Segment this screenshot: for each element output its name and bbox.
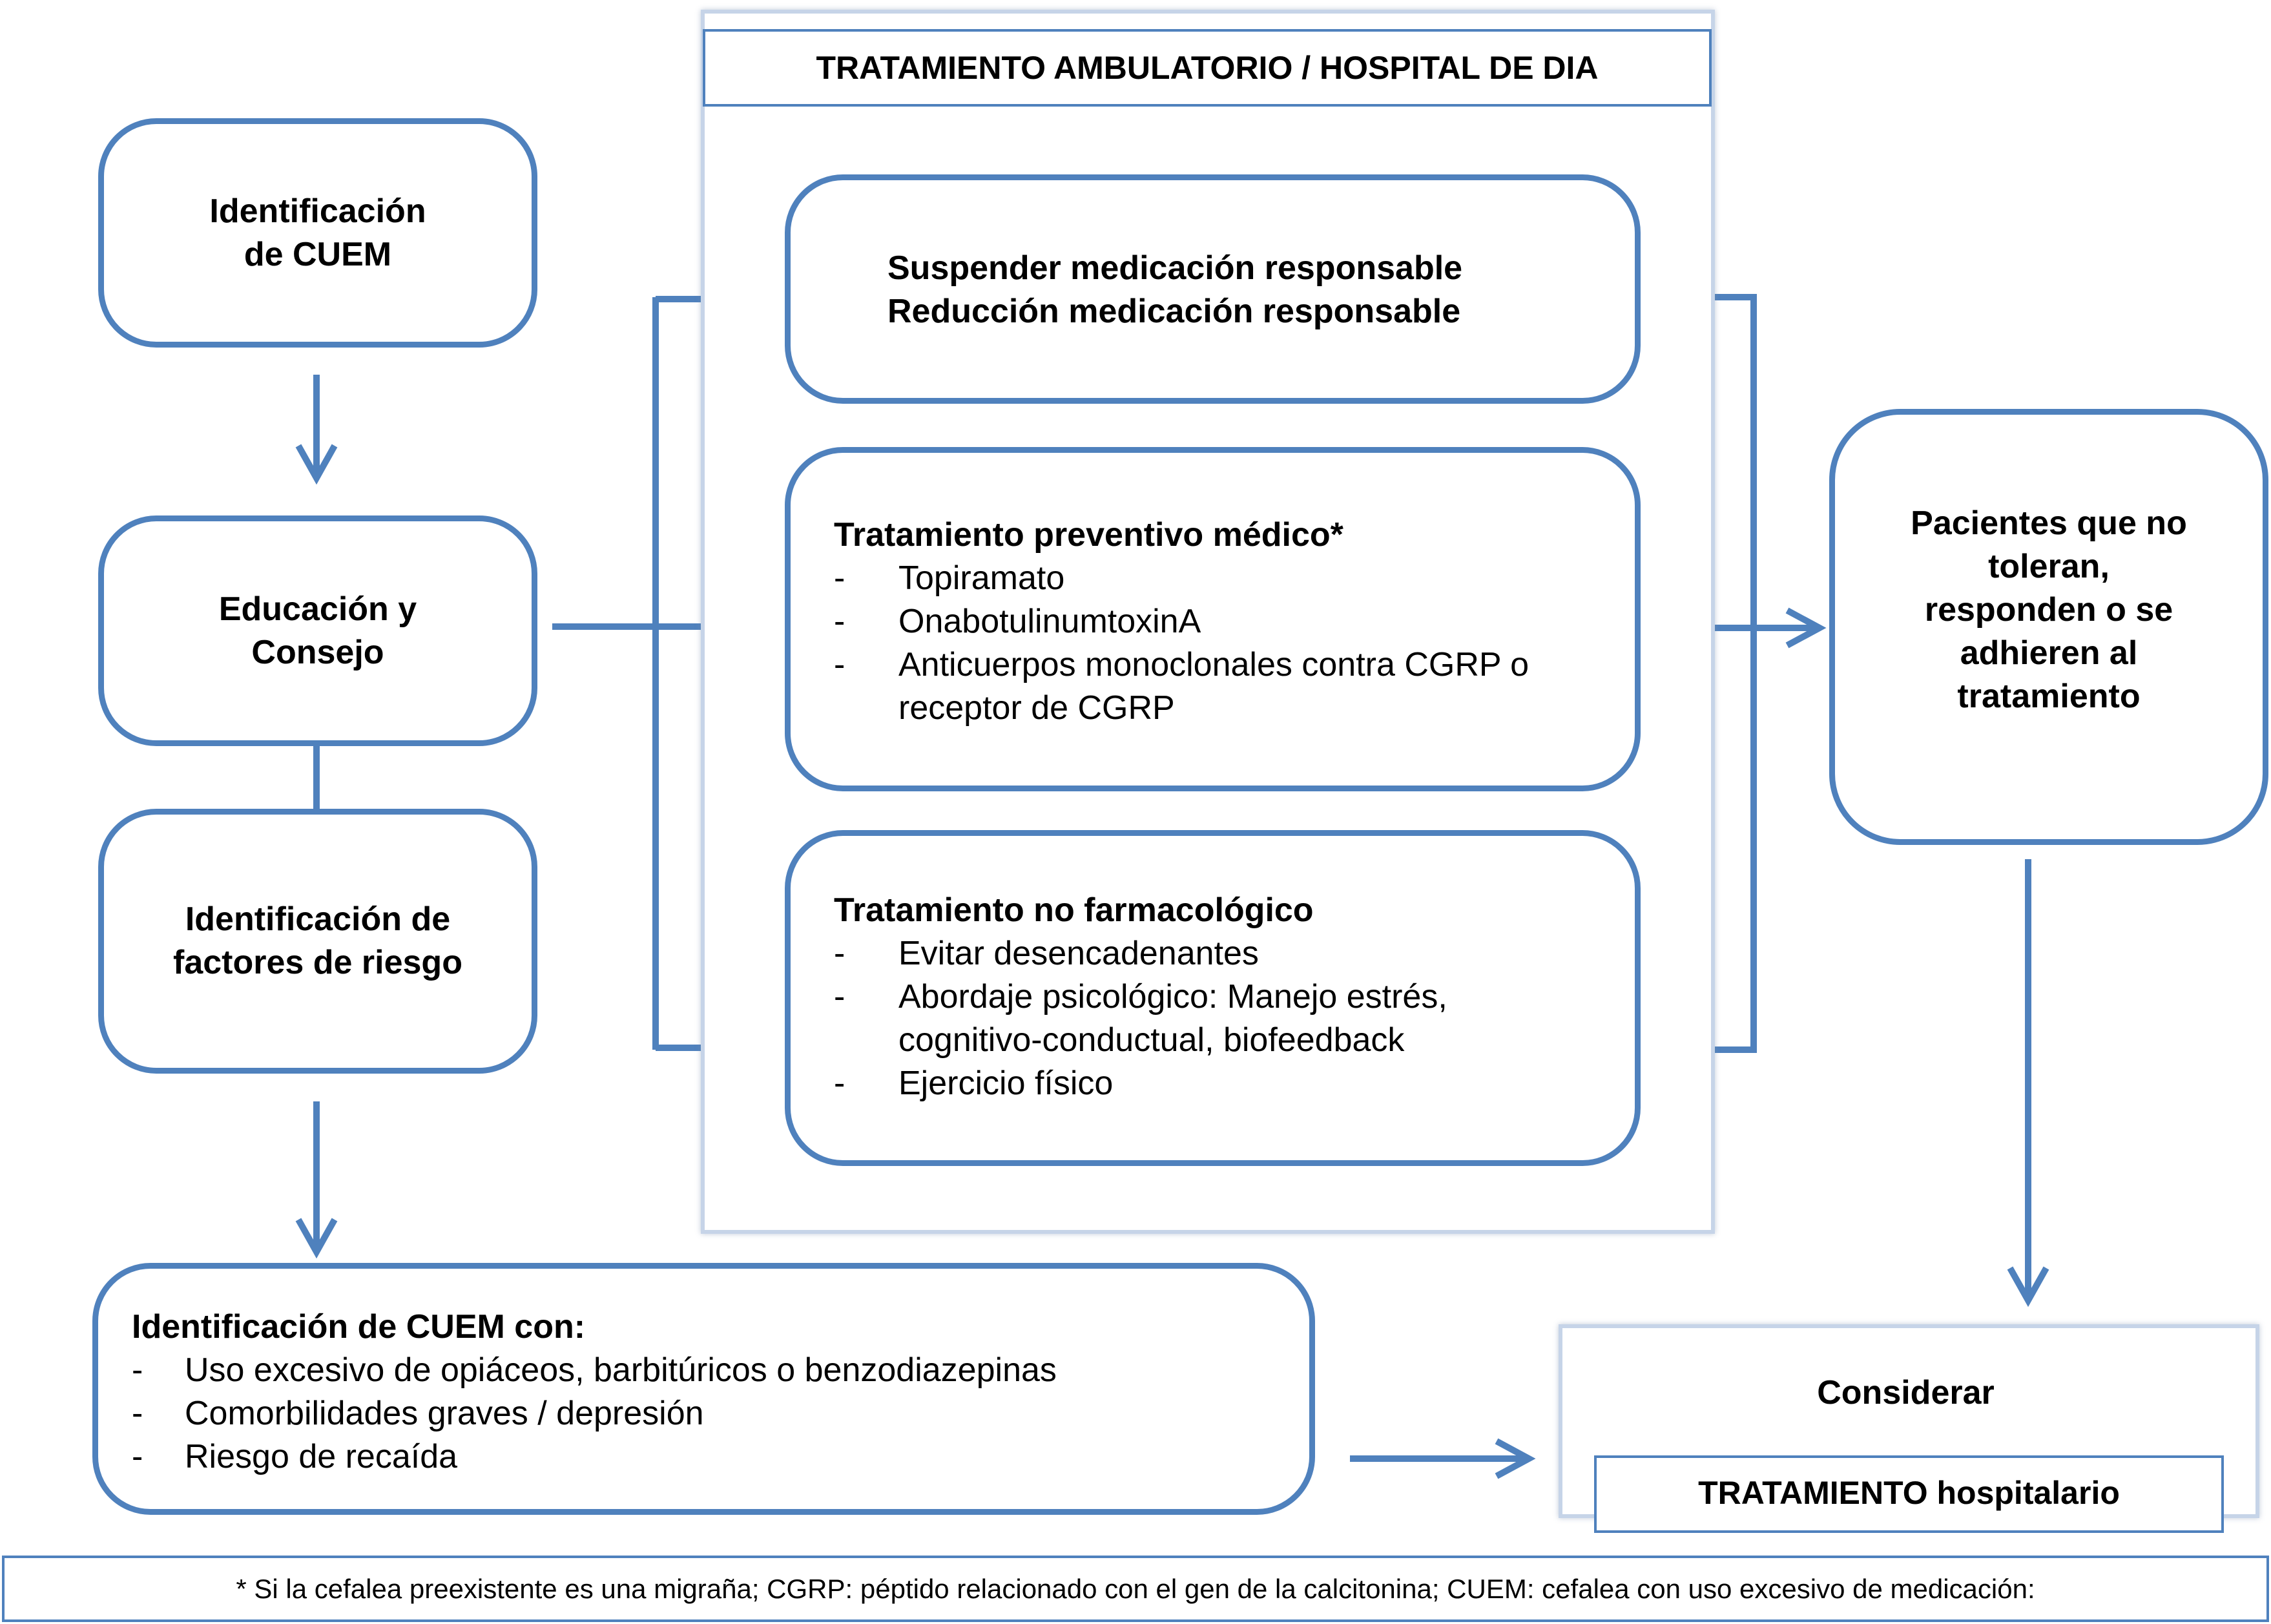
identificacion-line-1: Identificación bbox=[209, 192, 426, 230]
pacientes-line-3: responden o se bbox=[1924, 591, 2173, 629]
no-farmacologico-item: -Evitar desencadenantes bbox=[834, 935, 1259, 972]
arrowhead-down-3 bbox=[2007, 1266, 2049, 1307]
no-farmacologico-title: Tratamiento no farmacológico bbox=[834, 891, 1314, 929]
cuem-con-item: -Riesgo de recaída bbox=[132, 1438, 458, 1475]
reduccion-medicacion: Reducción medicación responsable bbox=[887, 293, 1461, 330]
cuem-con-title: Identificación de CUEM con: bbox=[132, 1308, 586, 1346]
preventivo-item: -Topiramato bbox=[834, 559, 1065, 597]
educacion-line-1: Educación y bbox=[218, 590, 417, 628]
arrowhead-right-5 bbox=[1495, 1438, 1536, 1479]
pacientes-line-4: adhieren al bbox=[1960, 634, 2138, 672]
identificacion-cuem-box: Identificación de CUEM bbox=[98, 118, 537, 348]
factores-riesgo-box: Identificación de factores de riesgo bbox=[98, 809, 537, 1074]
arrowhead-down-1 bbox=[295, 444, 338, 485]
identificacion-line-2: de CUEM bbox=[244, 235, 392, 273]
preventivo-item: -Anticuerpos monoclonales contra CGRP o … bbox=[834, 646, 1529, 727]
ambulatorio-title: TRATAMIENTO AMBULATORIO / HOSPITAL DE DI… bbox=[703, 29, 1712, 107]
pacientes-line-2: toleran, bbox=[1988, 548, 2110, 585]
cuem-con-box: Identificación de CUEM con: -Uso excesiv… bbox=[92, 1263, 1315, 1515]
pacientes-box: Pacientes que no toleran, responden o se… bbox=[1829, 409, 2268, 845]
arrowhead-down-2 bbox=[295, 1218, 338, 1259]
footnote: * Si la cefalea preexistente es una migr… bbox=[2, 1556, 2269, 1622]
educacion-consejo-box: Educación y Consejo bbox=[98, 515, 537, 746]
no-farmacologico-box: Tratamiento no farmacológico -Evitar des… bbox=[785, 830, 1641, 1166]
preventivo-box: Tratamiento preventivo médico* -Topirama… bbox=[785, 447, 1641, 791]
medicacion-box: Suspender medicación responsable Reducci… bbox=[785, 174, 1641, 404]
suspender-medicacion: Suspender medicación responsable bbox=[887, 249, 1463, 287]
arrowhead-right-4 bbox=[1785, 607, 1827, 649]
pacientes-line-5: tratamiento bbox=[1957, 678, 2141, 715]
no-farmacologico-item: -Ejercicio físico bbox=[834, 1065, 1114, 1102]
educacion-line-2: Consejo bbox=[251, 633, 384, 671]
preventivo-title: Tratamiento preventivo médico* bbox=[834, 516, 1343, 554]
tratamiento-hospitalario-box: TRATAMIENTO hospitalario bbox=[1594, 1455, 2224, 1533]
factores-line-1: Identificación de bbox=[185, 900, 451, 938]
pacientes-line-1: Pacientes que no bbox=[1911, 505, 2187, 542]
cuem-con-item: -Uso excesivo de opiáceos, barbitúricos … bbox=[132, 1351, 1057, 1389]
factores-line-2: factores de riesgo bbox=[173, 944, 462, 981]
preventivo-item: -OnabotulinumtoxinA bbox=[834, 603, 1201, 640]
no-farmacologico-item: -Abordaje psicológico: Manejo estrés, co… bbox=[834, 978, 1447, 1059]
considerar-label: Considerar bbox=[1817, 1374, 1995, 1411]
cuem-con-item: -Comorbilidades graves / depresión bbox=[132, 1395, 704, 1432]
